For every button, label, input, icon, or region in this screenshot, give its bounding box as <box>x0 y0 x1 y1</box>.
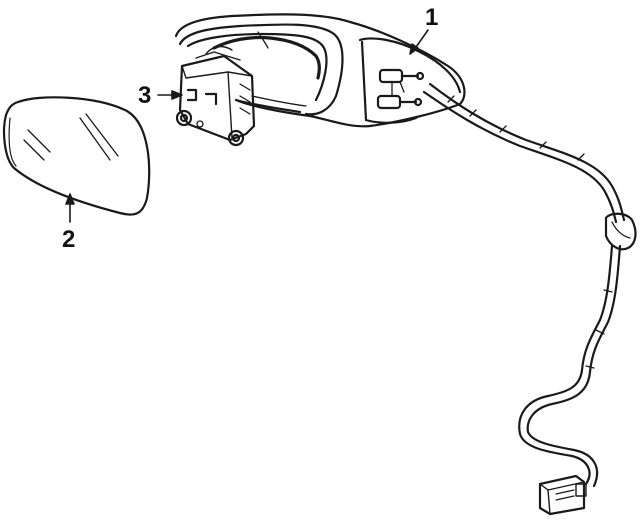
wiring-harness <box>422 82 637 488</box>
mirror-housing <box>174 13 466 128</box>
callout-1: 1 <box>425 4 439 31</box>
mirror-glass <box>3 96 151 216</box>
harness-connector <box>538 474 587 516</box>
callout-2: 2 <box>62 226 76 253</box>
callout-leaders <box>65 29 429 223</box>
callout-3: 3 <box>138 82 152 109</box>
mirror-motor <box>175 45 256 147</box>
